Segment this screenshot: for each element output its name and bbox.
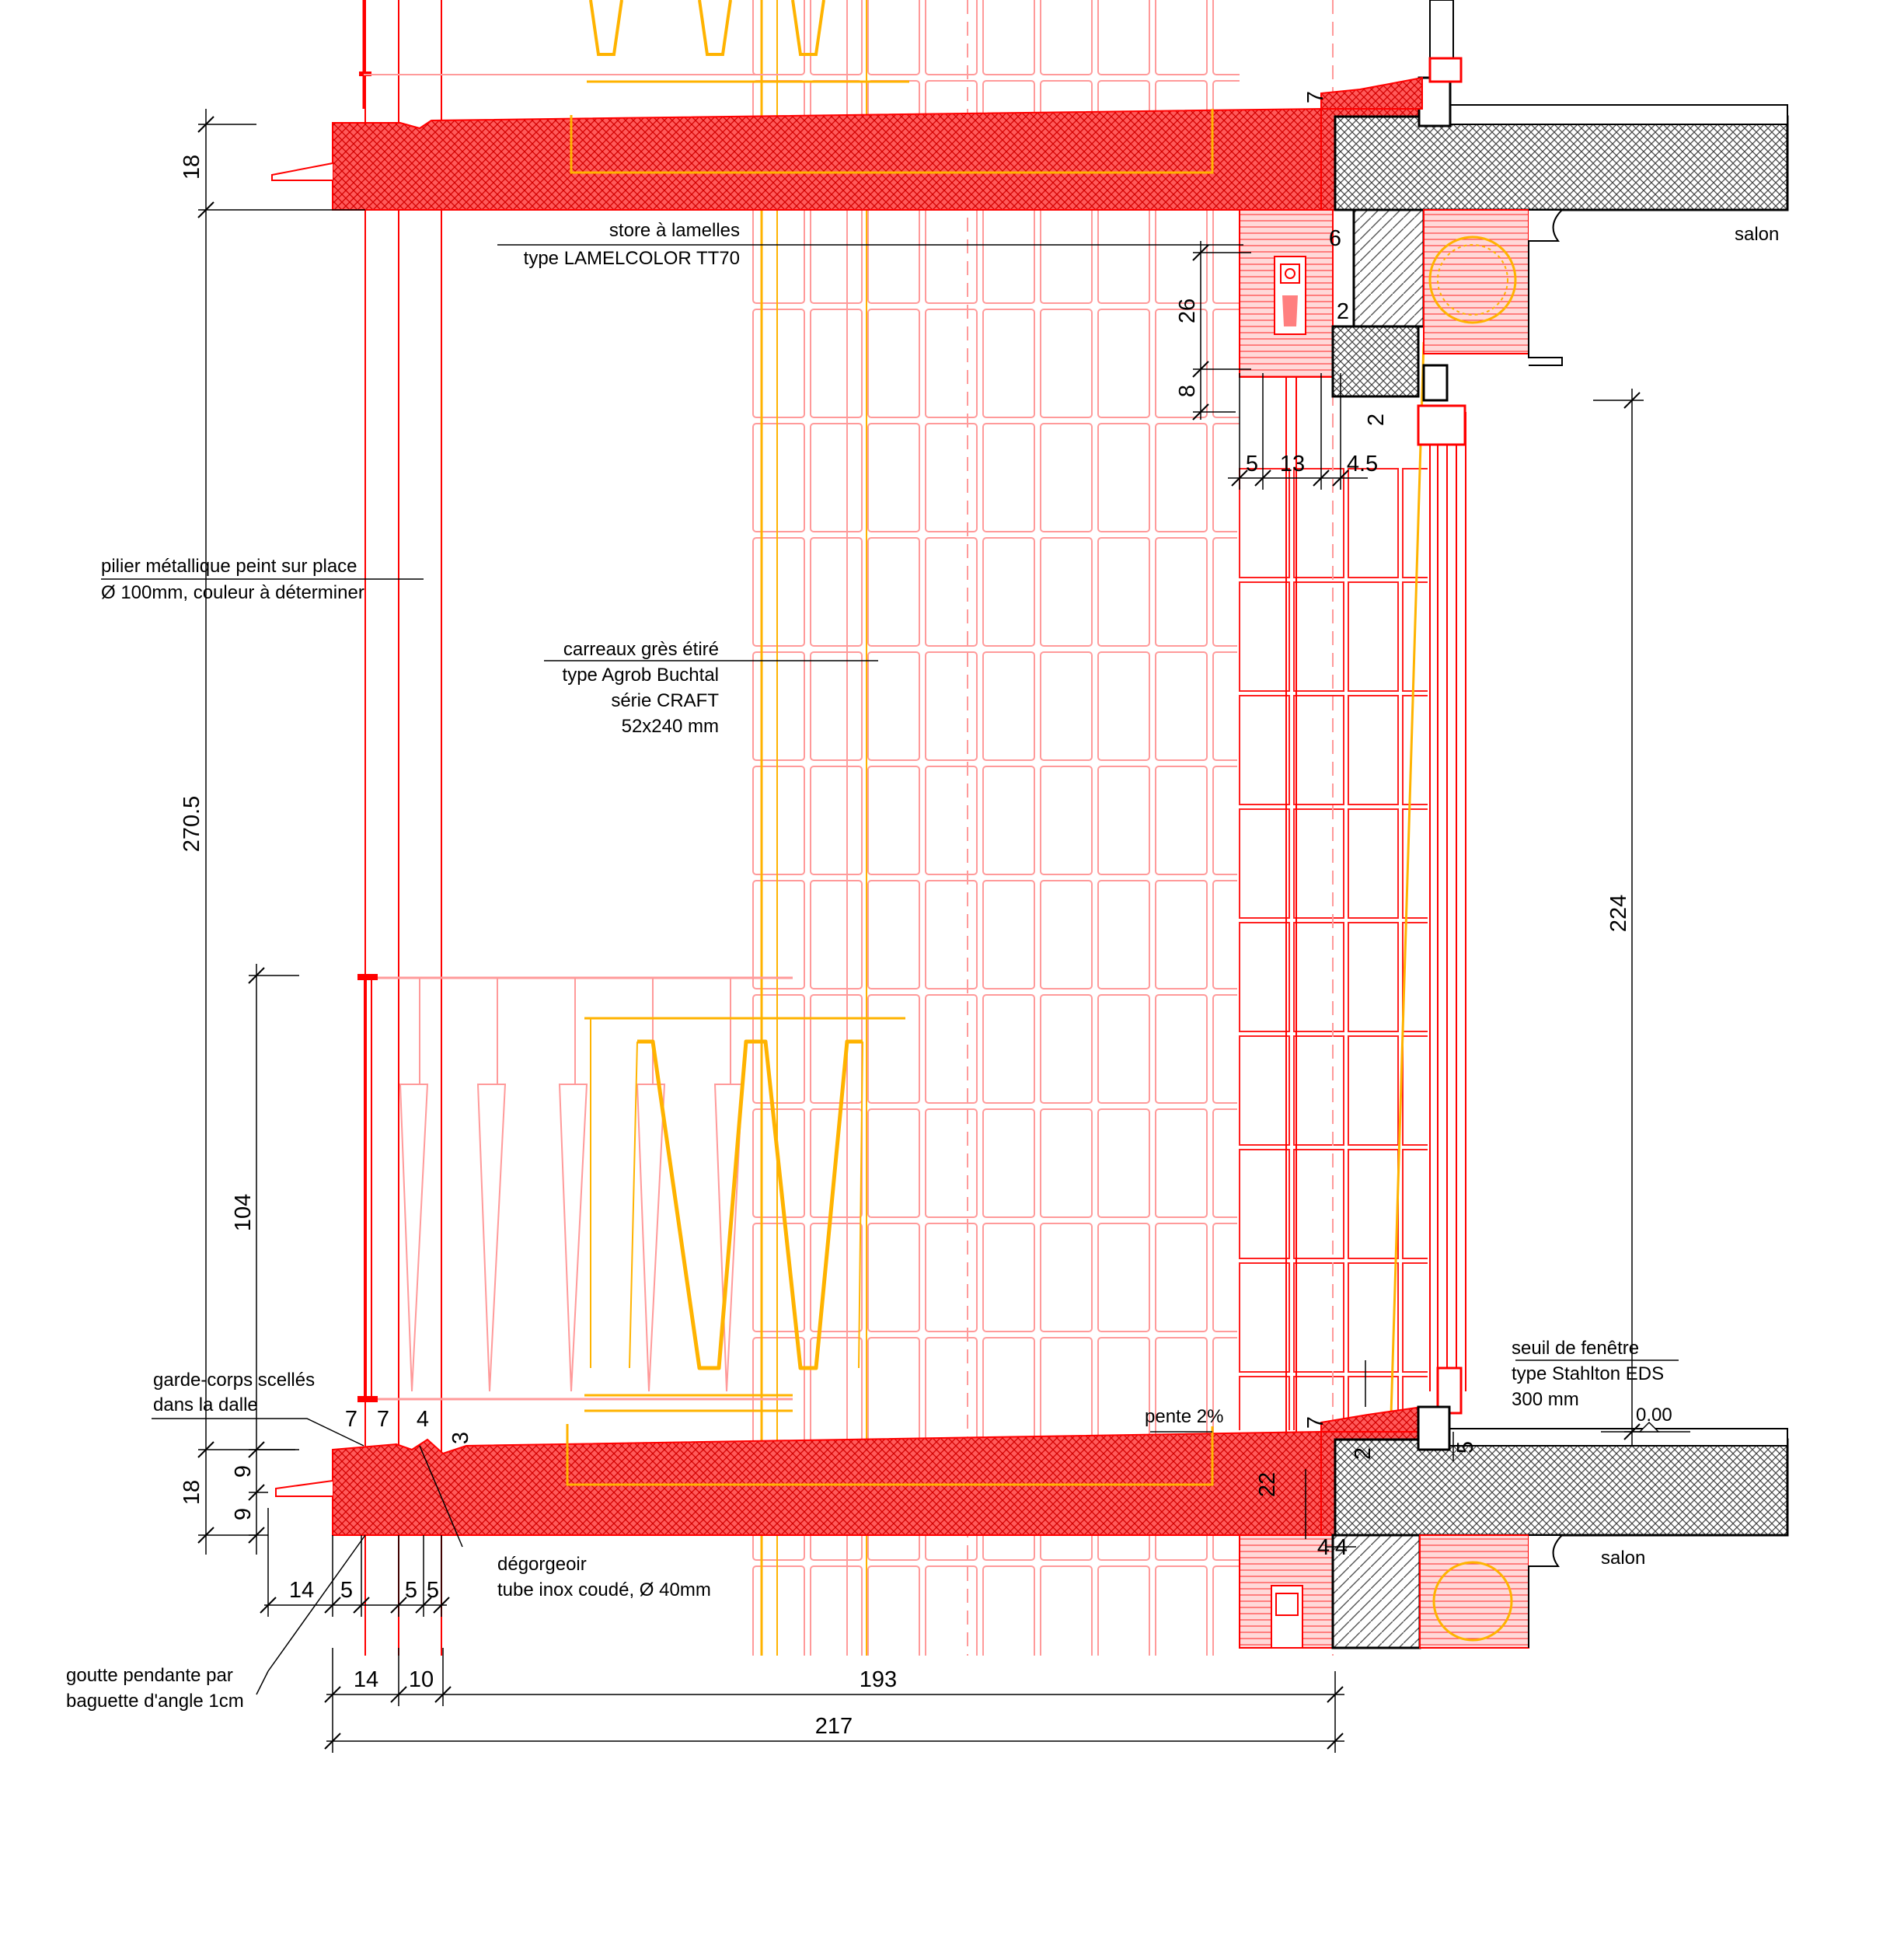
- annotation-pillar-1: pilier métallique peint sur place: [101, 556, 357, 577]
- annotation-blind-2: type LAMELCOLOR TT70: [524, 248, 740, 269]
- room-label-upper: salon: [1735, 224, 1779, 245]
- annotation-sill-3: 300 mm: [1512, 1389, 1579, 1410]
- dim-total-217: 217: [815, 1714, 853, 1739]
- annotation-tiles-1: carreaux grès étiré: [563, 639, 719, 660]
- dim-top-6: 6: [1329, 226, 1341, 251]
- level-marker: [1638, 1421, 1660, 1433]
- dim-bot-5: 5: [1453, 1441, 1478, 1454]
- upper-slab: [271, 107, 1419, 211]
- dim-chain-5b: 5: [405, 1578, 417, 1603]
- dim-box-width: 13: [1280, 452, 1305, 476]
- annotation-drain-1: dégorgeoir: [497, 1554, 587, 1575]
- annotation-tiles-3: série CRAFT: [611, 690, 719, 711]
- annotation-railing-2: dans la dalle: [153, 1394, 258, 1415]
- lower-floor: [1239, 1405, 1789, 1649]
- dim-chain-5c: 5: [427, 1578, 439, 1603]
- yellow-lines: [1390, 341, 1425, 1415]
- upper-railing: [359, 0, 909, 109]
- glass-lines: [1285, 342, 1466, 1539]
- annotation-sill-1: seuil de fenêtre: [1512, 1338, 1639, 1359]
- dim-bot-7c: 7: [1303, 1416, 1328, 1429]
- annotation-slope: pente 2%: [1145, 1406, 1223, 1427]
- dim-total-193: 193: [860, 1667, 897, 1692]
- dim-window-height: 224: [1606, 895, 1631, 932]
- annotation-pillar-2: Ø 100mm, couleur à déterminer: [101, 582, 364, 603]
- annotation-railing-1: garde-corps scellés: [153, 1370, 315, 1391]
- window-frame: [1417, 57, 1466, 1415]
- dim-bot-4b: 4: [1335, 1535, 1348, 1560]
- annotation-sill-2: type Stahlton EDS: [1512, 1363, 1664, 1384]
- lower-railing: [357, 974, 905, 1412]
- dimension-lines: [198, 109, 1644, 1753]
- dim-gap-b: 4.5: [1347, 452, 1378, 476]
- dim-bot-7a: 7: [345, 1407, 357, 1432]
- dim-slab-bottom: 18: [180, 1480, 204, 1505]
- annotation-drain-2: tube inox coudé, Ø 40mm: [497, 1579, 711, 1600]
- dim-bot-7b: 7: [377, 1407, 389, 1432]
- annotation-drip-1: goutte pendante par: [66, 1665, 233, 1686]
- dim-bot-22: 22: [1255, 1472, 1280, 1497]
- dim-slab-top: 18: [180, 155, 204, 180]
- dim-chain-5a: 5: [340, 1578, 353, 1603]
- dim-chain-14: 14: [289, 1578, 314, 1603]
- dim-total-14: 14: [354, 1667, 378, 1692]
- annotation-tiles-4: 52x240 mm: [622, 716, 719, 737]
- dim-box-height: 26: [1175, 298, 1200, 323]
- dim-total-10: 10: [409, 1667, 434, 1692]
- annotation-tiles-2: type Agrob Buchtal: [563, 665, 719, 686]
- tile-field: [750, 0, 1240, 1656]
- pillar-lines: [364, 0, 1334, 1656]
- dimension-ticks: [197, 116, 1641, 1750]
- dim-railing-height: 104: [231, 1194, 256, 1231]
- annotation-level: 0.00: [1636, 1405, 1672, 1426]
- dim-slab-b: 9: [231, 1508, 256, 1520]
- dim-slab-a: 9: [231, 1465, 256, 1478]
- dim-storey: 270.5: [180, 796, 204, 853]
- lintel-area: [1239, 208, 1564, 402]
- dim-gap-a: 5: [1246, 452, 1258, 476]
- dim-top-7: 7: [1303, 91, 1328, 103]
- dim-bot-4a: 4: [1317, 1535, 1330, 1560]
- dim-top-2b: 2: [1364, 414, 1389, 426]
- dim-box-gap: 8: [1175, 385, 1200, 397]
- upper-floor: [1320, 0, 1789, 211]
- room-label-lower: salon: [1601, 1548, 1645, 1569]
- annotation-drip-2: baguette d'angle 1cm: [66, 1691, 244, 1712]
- dim-bot-4: 4: [417, 1407, 429, 1432]
- dim-top-2a: 2: [1337, 299, 1349, 324]
- dim-bot-3: 3: [448, 1432, 473, 1444]
- annotation-blind-1: store à lamelles: [609, 220, 740, 241]
- dim-bot-2: 2: [1351, 1447, 1376, 1460]
